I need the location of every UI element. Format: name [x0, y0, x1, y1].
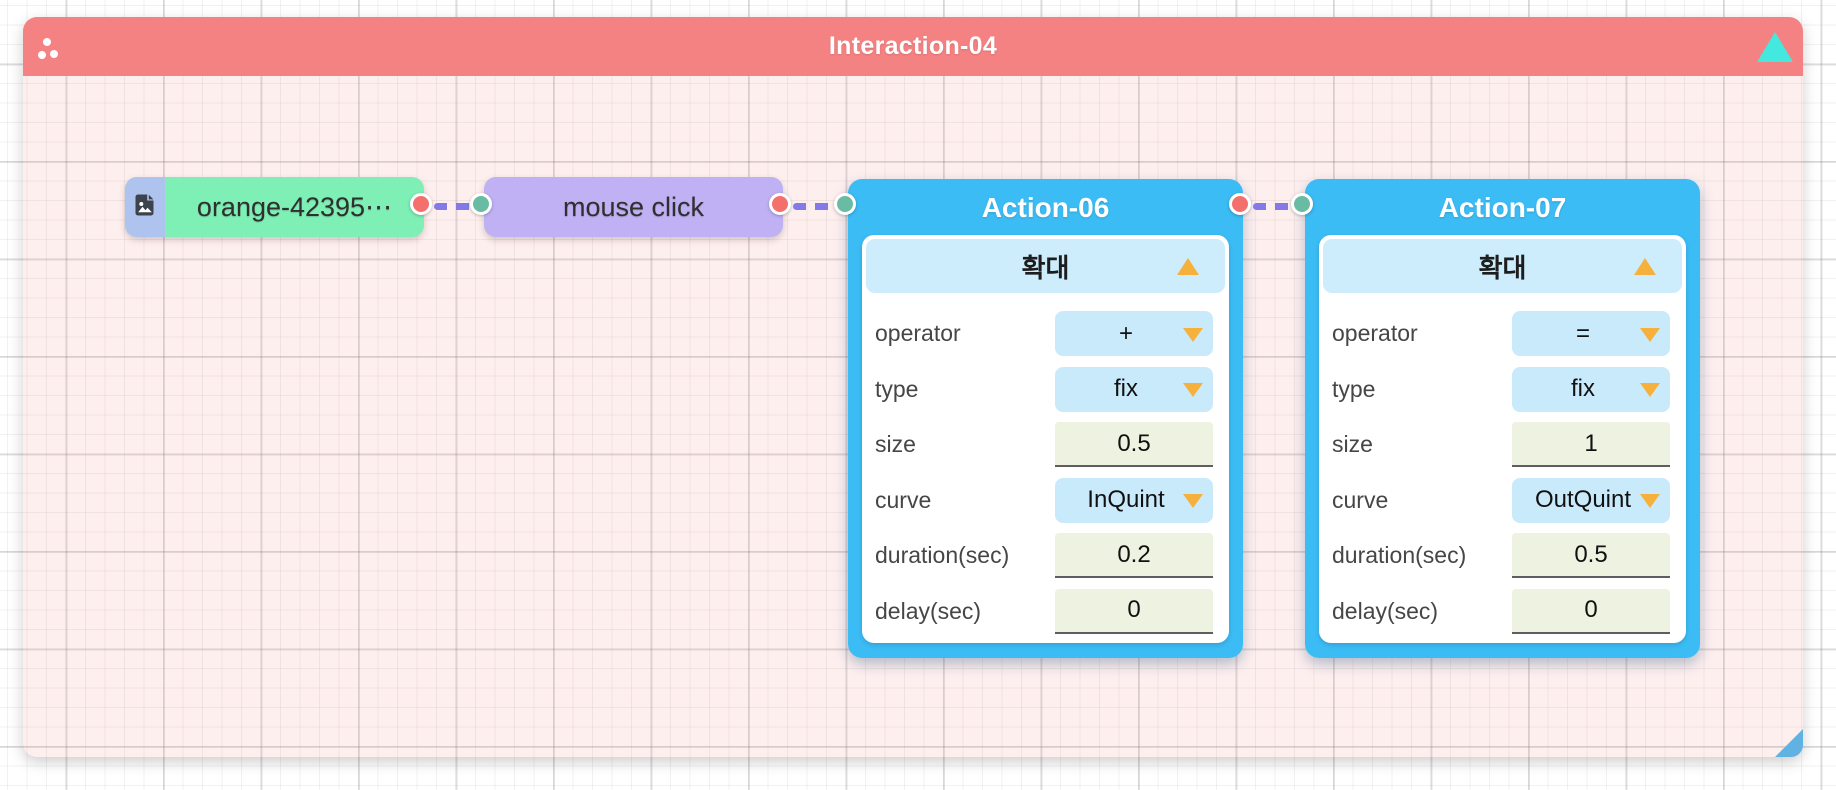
dropdown-arrow-icon	[1183, 383, 1203, 398]
resize-handle-icon[interactable]	[1775, 729, 1803, 757]
dropdown-arrow-icon	[1640, 383, 1660, 398]
event-node-input-port[interactable]	[470, 193, 492, 215]
event-node-output-port[interactable]	[769, 193, 791, 215]
size-input[interactable]	[1512, 422, 1670, 468]
property-row: delay(sec)	[875, 584, 1213, 640]
property-label: size	[1332, 431, 1373, 458]
property-row: size	[1332, 417, 1670, 473]
file-image-icon	[133, 193, 157, 222]
collapse-triangle-up-icon[interactable]	[1757, 32, 1793, 62]
section-title: 확대	[1478, 252, 1527, 283]
property-row: size	[875, 417, 1213, 473]
delay-input[interactable]	[1055, 588, 1213, 634]
property-label: curve	[875, 486, 932, 513]
image-node[interactable]: orange-42395⋯	[125, 177, 424, 237]
connection-wire	[434, 203, 474, 210]
property-label: duration(sec)	[875, 542, 1010, 569]
connection-wire	[1253, 203, 1293, 210]
image-node-label: orange-42395⋯	[196, 191, 393, 222]
property-label: type	[875, 375, 919, 402]
property-label: delay(sec)	[875, 597, 982, 624]
property-label: size	[875, 431, 916, 458]
type-dropdown[interactable]: fix	[1512, 366, 1670, 412]
collapse-triangle-up-icon[interactable]	[1634, 258, 1656, 275]
property-row: operator +	[875, 306, 1213, 362]
operator-dropdown[interactable]: +	[1055, 311, 1213, 357]
size-input[interactable]	[1055, 422, 1213, 468]
curve-dropdown[interactable]: OutQuint	[1512, 477, 1670, 523]
action06-section-bar[interactable]: 확대	[866, 239, 1225, 293]
event-node[interactable]: mouse click	[484, 177, 783, 237]
dropdown-value: OutQuint	[1534, 486, 1632, 514]
property-label: operator	[1332, 320, 1418, 347]
image-node-output-port[interactable]	[410, 193, 432, 215]
property-row: operator =	[1332, 306, 1670, 362]
property-row: type fix	[1332, 362, 1670, 418]
action07-section-bar[interactable]: 확대	[1323, 239, 1682, 293]
dropdown-arrow-icon	[1640, 327, 1660, 342]
type-dropdown[interactable]: fix	[1055, 366, 1213, 412]
dropdown-value: fix	[1114, 375, 1138, 403]
operator-dropdown[interactable]: =	[1512, 311, 1670, 357]
group-header[interactable]: Interaction-04	[23, 17, 1803, 76]
property-row: delay(sec)	[1332, 584, 1670, 640]
event-node-label: mouse click	[562, 191, 705, 222]
duration-input[interactable]	[1055, 533, 1213, 579]
action06-output-port[interactable]	[1229, 193, 1251, 215]
action06-panel[interactable]: Action-06 확대 operator + type fix	[848, 179, 1243, 658]
action06-card: 확대 operator + type fix	[862, 235, 1229, 643]
property-label: duration(sec)	[1332, 542, 1467, 569]
collapse-triangle-up-icon[interactable]	[1177, 258, 1199, 275]
dropdown-value: +	[1118, 319, 1133, 347]
section-title: 확대	[1021, 252, 1070, 283]
action07-card: 확대 operator = type fix	[1319, 235, 1686, 643]
dropdown-value: InQuint	[1087, 486, 1165, 514]
property-row: duration(sec)	[1332, 528, 1670, 584]
action06-input-port[interactable]	[834, 193, 856, 215]
image-node-icon-box	[125, 177, 165, 237]
dropdown-arrow-icon	[1640, 494, 1660, 509]
delay-input[interactable]	[1512, 588, 1670, 634]
action07-title[interactable]: Action-07	[1438, 192, 1567, 223]
action07-input-port[interactable]	[1291, 193, 1313, 215]
property-label: type	[1332, 375, 1376, 402]
dropdown-value: fix	[1571, 375, 1595, 403]
curve-dropdown[interactable]: InQuint	[1055, 477, 1213, 523]
property-row: curve InQuint	[875, 473, 1213, 529]
property-label: operator	[875, 320, 961, 347]
dropdown-value: =	[1575, 319, 1590, 347]
property-label: delay(sec)	[1332, 597, 1439, 624]
action06-title[interactable]: Action-06	[981, 192, 1110, 223]
group-dots-icon	[38, 38, 62, 62]
group-title: Interaction-04	[828, 32, 998, 60]
connection-wire	[793, 203, 833, 210]
property-row: duration(sec)	[875, 528, 1213, 584]
property-label: curve	[1332, 486, 1389, 513]
property-row: type fix	[875, 362, 1213, 418]
action07-panel[interactable]: Action-07 확대 operator = type fix	[1305, 179, 1700, 658]
duration-input[interactable]	[1512, 533, 1670, 579]
property-row: curve OutQuint	[1332, 473, 1670, 529]
dropdown-arrow-icon	[1183, 327, 1203, 342]
dropdown-arrow-icon	[1183, 494, 1203, 509]
